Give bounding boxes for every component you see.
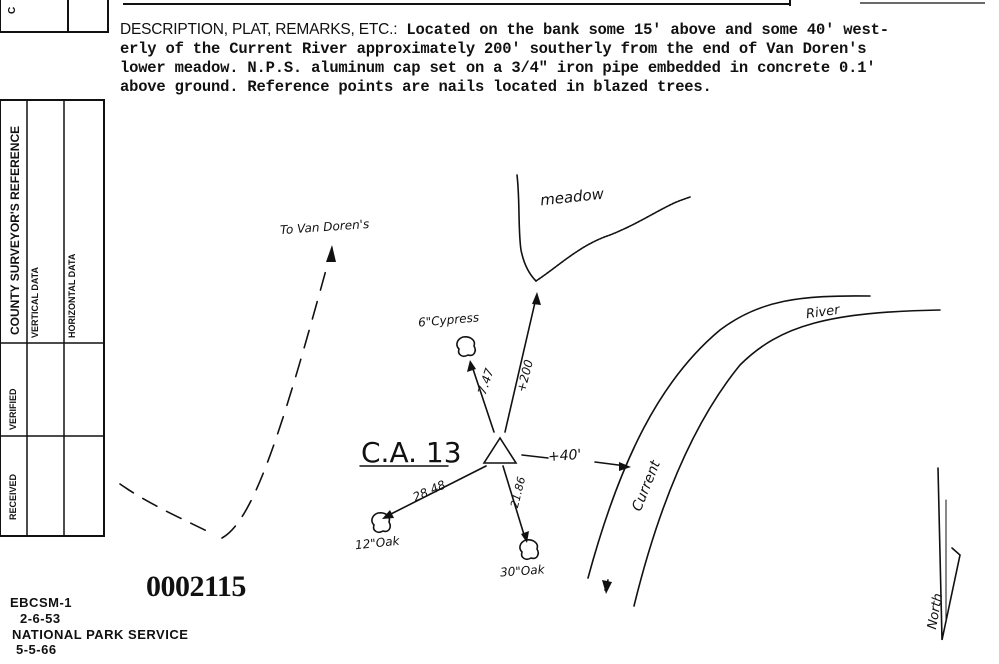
road-dashed-lower — [119, 483, 216, 536]
meadow-line-left — [516, 174, 537, 282]
cypress-tree-symbol — [456, 336, 476, 357]
description-block: DESCRIPTION, PLAT, REMARKS, ETC.: Locate… — [120, 20, 990, 97]
form-left-box — [0, 99, 105, 537]
received-label: RECEIVED — [8, 473, 18, 520]
description-line-4: above ground. Reference points are nails… — [120, 78, 712, 96]
form-top-letter: C — [7, 6, 18, 14]
description-line-1: DESCRIPTION, PLAT, REMARKS, ETC.: Locate… — [120, 20, 990, 40]
record-date: 5-5-66 — [16, 642, 57, 657]
description-line-3: lower meadow. N.P.S. aluminum cap set on… — [120, 59, 876, 77]
horizontal-data-label: HORIZONTAL DATA — [67, 253, 77, 338]
dist-river-label: +40' — [547, 446, 582, 466]
north-arrow — [937, 467, 961, 641]
line-to-meadow — [504, 297, 537, 433]
arrow-to-river — [619, 462, 631, 471]
arrow-to-cypress — [467, 360, 476, 372]
description-line-2: erly of the Current River approximately … — [120, 40, 867, 58]
agency-name: NATIONAL PARK SERVICE — [12, 627, 189, 642]
vertical-data-label: VERTICAL DATA — [30, 267, 40, 338]
form-top-box — [0, 0, 109, 33]
road-arrowhead — [326, 245, 336, 262]
station-label: C.A. 13 — [361, 436, 462, 469]
verified-label: VERIFIED — [8, 388, 18, 430]
form-date: 2-6-53 — [20, 611, 61, 626]
station-triangle — [482, 436, 518, 464]
county-surveyor-heading: COUNTY SURVEYOR'S REFERENCE — [8, 125, 22, 335]
river-flow-arrowhead — [602, 580, 612, 594]
line-to-river-a — [521, 454, 549, 459]
meadow-line-right — [535, 196, 691, 282]
arrow-to-meadow — [532, 292, 541, 305]
river-bank-outer — [587, 295, 871, 579]
line-to-oak30 — [502, 465, 526, 539]
oak30-tree-symbol — [519, 539, 539, 560]
line-to-oak12 — [386, 465, 487, 517]
stamp-number: 0002115 — [146, 570, 246, 603]
oak12-tree-symbol — [371, 512, 391, 533]
road-dashed-upper — [221, 247, 333, 539]
arrow-to-oak12 — [382, 510, 394, 519]
line-to-cypress — [471, 365, 495, 433]
description-text-1: Located on the bank some 15' above and s… — [397, 21, 889, 39]
description-label: DESCRIPTION, PLAT, REMARKS, ETC.: — [120, 21, 398, 38]
form-code: EBCSM-1 — [10, 595, 73, 610]
river-bank-inner — [633, 309, 941, 607]
